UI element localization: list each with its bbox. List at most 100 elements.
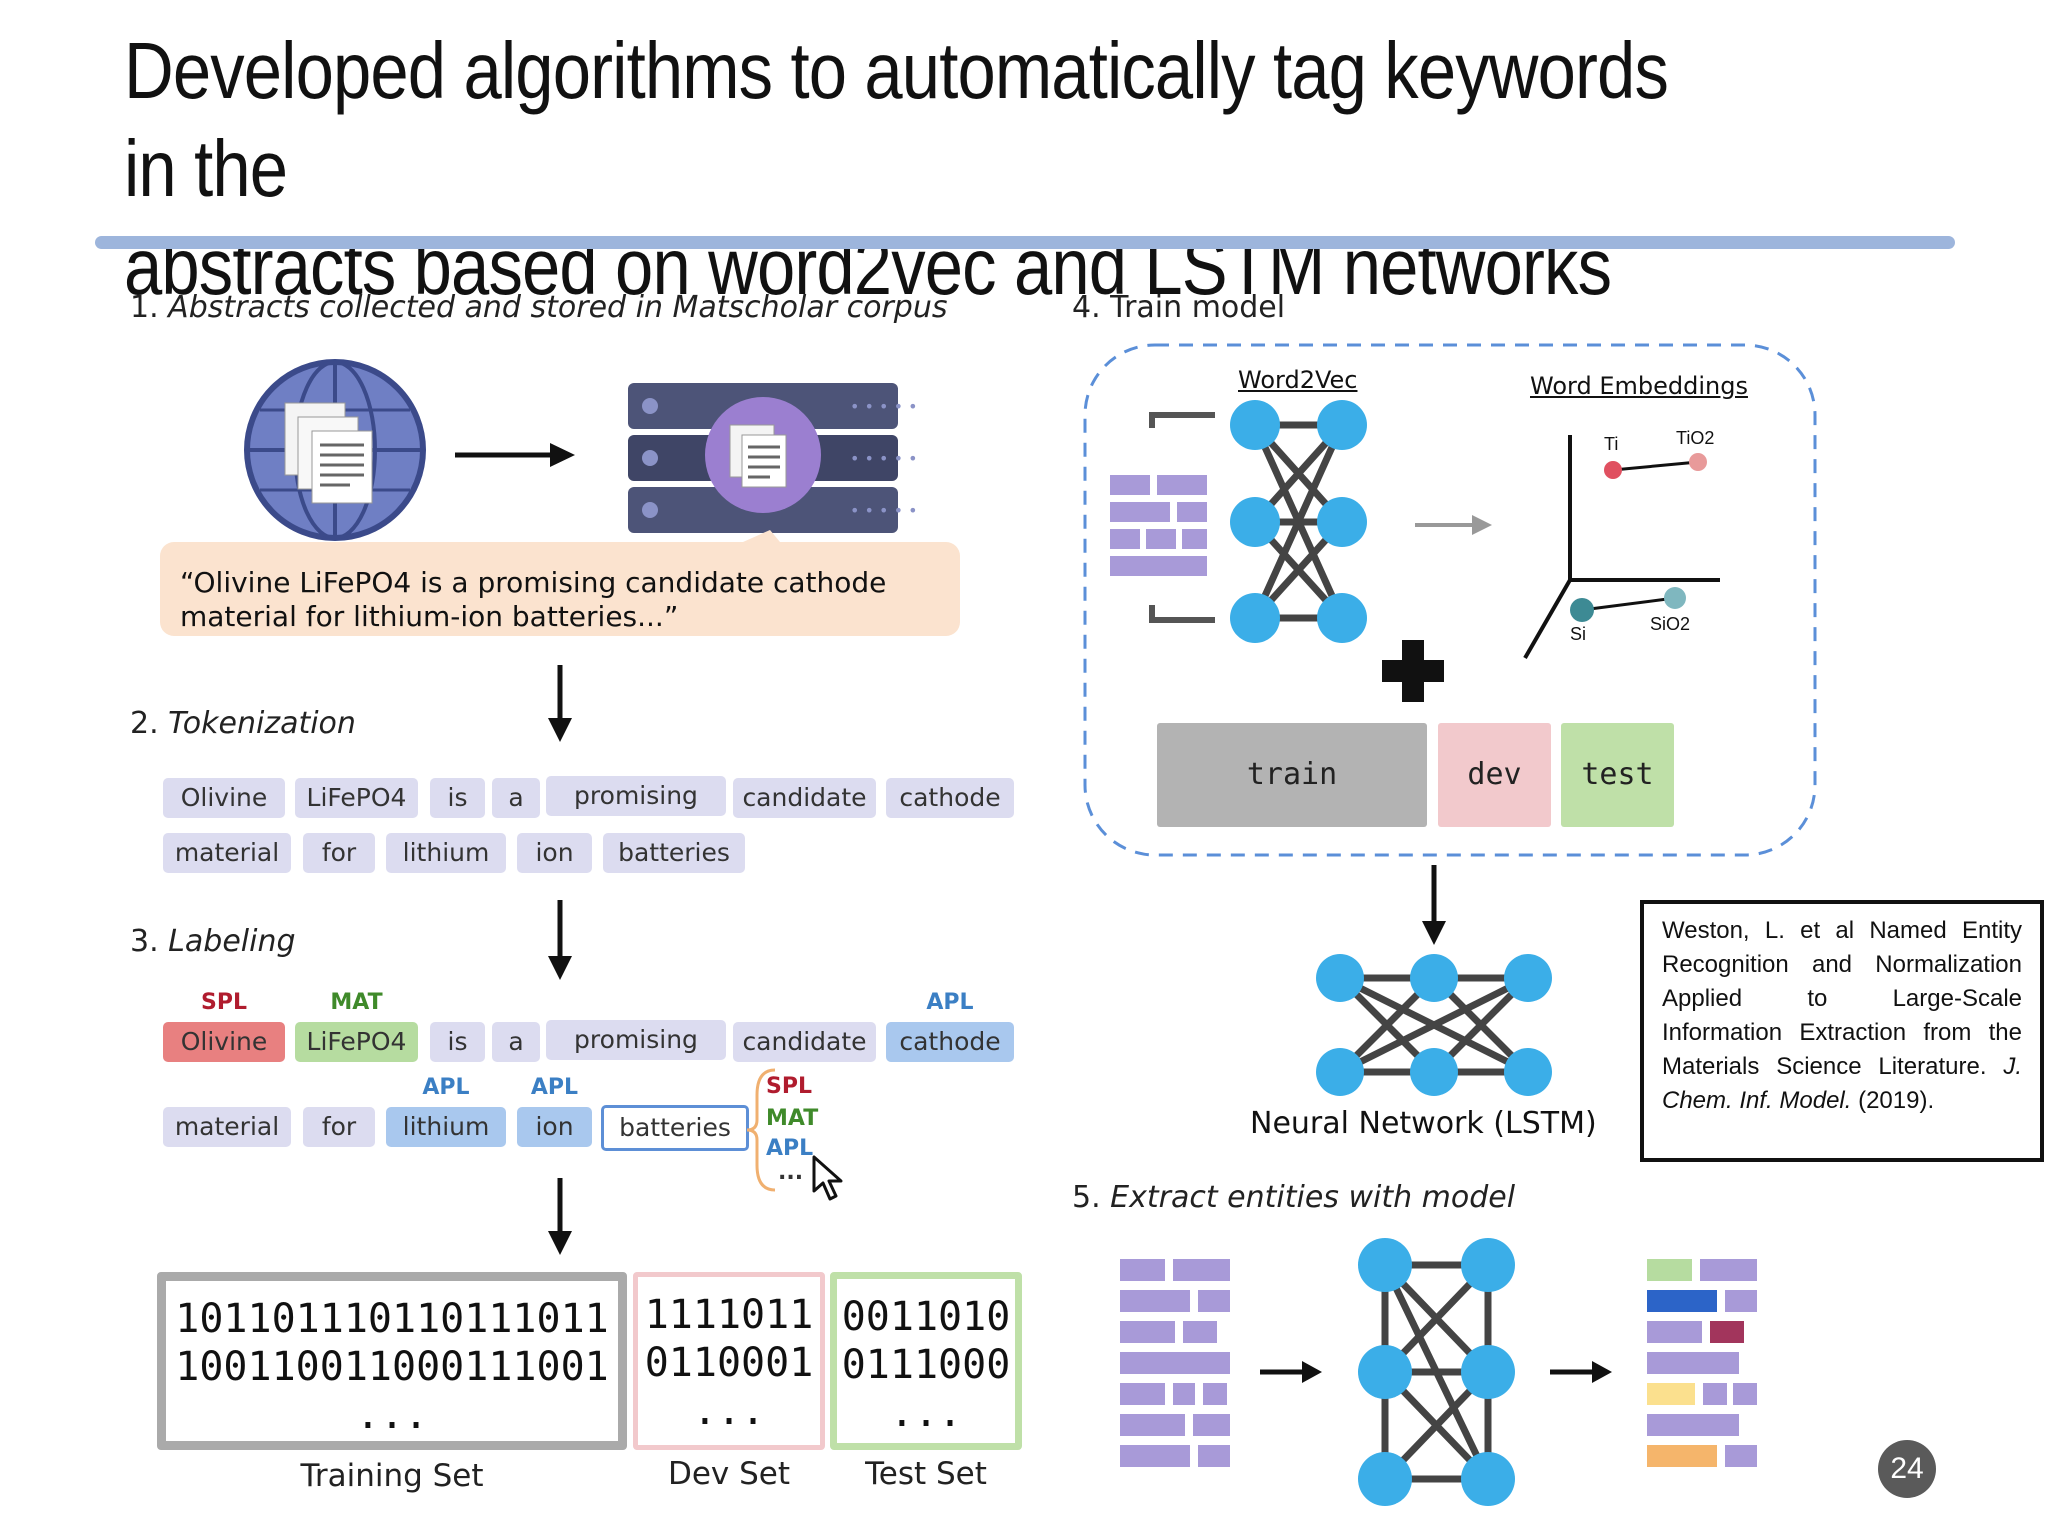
token: batteries [603, 833, 745, 873]
token: is [430, 1022, 485, 1062]
citation-box: Weston, L. et al Named Entity Recognitio… [1640, 900, 2044, 1162]
step2-number: 2. [130, 706, 159, 741]
step5-title: Extract entities with model [1110, 1180, 1516, 1215]
model-network-icon [1358, 1238, 1515, 1506]
lstm-network-icon [1316, 865, 1552, 1096]
test-bits-line: 0011010 [841, 1294, 1011, 1340]
dev-set-box: 1111011 0110001 ... [633, 1272, 825, 1450]
citation-year: (2019). [1858, 1087, 1935, 1114]
token: Olivine [163, 778, 285, 818]
bracket-shape [1149, 412, 1215, 623]
test-set-label: Test Set [865, 1456, 987, 1492]
point-label-sio2: SiO2 [1650, 614, 1691, 634]
token: material [163, 833, 291, 873]
step5-number: 5. [1072, 1180, 1101, 1215]
step1-number: 1. [130, 290, 159, 325]
split-dev: dev [1438, 723, 1551, 827]
split-test: test [1561, 723, 1674, 827]
token: for [303, 1107, 375, 1147]
citation-journal: J. Chem. Inf. Model. [1662, 1053, 2022, 1114]
word-tokens-icon [1110, 475, 1207, 576]
network-label: Neural Network (LSTM) [1250, 1106, 1597, 1141]
arrow-right-icon [1260, 1361, 1322, 1383]
training-bits-line: 100110011000111001 [175, 1344, 609, 1390]
quote-bubble-shape [160, 530, 960, 636]
svg-text:• • • • •: • • • • • [850, 397, 918, 416]
token-tagged-mat: LiFePO4 [295, 1022, 418, 1062]
step3-number: 3. [130, 924, 159, 959]
server-icon: • • • • • • • • • • • • • • • [628, 383, 918, 533]
entity-extraction-diagram [1120, 1238, 1757, 1506]
page-number-badge: 24 [1878, 1440, 1936, 1498]
token-tagged-apl: lithium [386, 1107, 506, 1147]
step4-heading: 4. Train model [1072, 290, 1285, 325]
step5-heading: 5. Extract entities with model [1072, 1180, 1515, 1215]
token-being-labeled[interactable]: batteries [601, 1105, 749, 1151]
test-set-box: 0011010 0111000 ... [830, 1272, 1022, 1450]
step2-heading: 2. Tokenization [130, 706, 356, 741]
corpus-illustration: • • • • • • • • • • • • • • • [244, 359, 918, 541]
svg-text:• • • • •: • • • • • [850, 449, 918, 468]
entity-label-spl: SPL [201, 990, 247, 1015]
label-option-mat[interactable]: MAT [766, 1106, 819, 1131]
arrow-down-icon [548, 900, 572, 980]
tagged-output-blocks-icon [1647, 1259, 1757, 1467]
token: lithium [386, 833, 506, 873]
arrow-right-icon [1415, 515, 1492, 535]
word-embeddings-label: Word Embeddings [1530, 372, 1748, 400]
label-options-bracket [746, 1068, 776, 1192]
train-model-diagram [1083, 343, 1817, 857]
point-label-tio2: TiO2 [1676, 428, 1715, 448]
training-set-label: Training Set [300, 1458, 484, 1494]
step3-heading: 3. Labeling [130, 924, 296, 959]
input-text-blocks-icon [1120, 1259, 1230, 1467]
dev-set-label: Dev Set [667, 1456, 791, 1492]
token: candidate [733, 778, 876, 818]
point-label-si: Si [1570, 624, 1587, 644]
token: is [430, 778, 485, 818]
label-option-apl[interactable]: APL [766, 1136, 814, 1161]
training-set-box: 101101110110111011 100110011000111001 ..… [157, 1272, 627, 1450]
label-option-spl[interactable]: SPL [766, 1074, 812, 1099]
word2vec-label: Word2Vec [1238, 366, 1358, 394]
globe-icon [244, 359, 426, 541]
token: a [492, 778, 540, 818]
token: promising [546, 1020, 726, 1060]
step3-title: Labeling [168, 924, 296, 959]
point-label-ti: Ti [1604, 434, 1619, 454]
step2-title: Tokenization [168, 706, 356, 741]
entity-label-apl: APL [422, 1075, 470, 1100]
test-bits-ellipsis: ... [889, 1390, 963, 1436]
token-tagged-spl: Olivine [163, 1022, 285, 1062]
token: for [303, 833, 375, 873]
label-option-more[interactable]: ... [778, 1160, 804, 1185]
arrow-down-icon [1422, 865, 1446, 945]
entity-label-apl: APL [926, 990, 974, 1015]
quote-line-2: material for lithium-ion batteries...” [180, 600, 679, 633]
arrow-right-icon [455, 443, 575, 467]
plus-icon [1382, 640, 1444, 702]
quote-text: “Olivine LiFePO4 is a promising candidat… [180, 566, 886, 634]
entity-label-apl: APL [530, 1075, 579, 1100]
slide-title: Developed algorithms to automatically ta… [124, 22, 1715, 316]
dev-bits-line: 0110001 [644, 1340, 814, 1386]
token: a [492, 1022, 540, 1062]
arrow-down-icon [548, 665, 572, 742]
training-bits-line: 101101110110111011 [175, 1296, 609, 1342]
svg-text:• • • • •: • • • • • [850, 501, 918, 520]
entity-label-mat: MAT [330, 990, 383, 1015]
title-divider [95, 236, 1955, 249]
token-tagged-apl: ion [517, 1107, 592, 1147]
step1-title: Abstracts collected and stored in Matsch… [168, 290, 948, 325]
mouse-cursor-icon [812, 1155, 843, 1201]
dev-bits-ellipsis: ... [692, 1388, 766, 1434]
arrow-down-icon [548, 1178, 572, 1255]
token: material [163, 1107, 291, 1147]
split-train: train [1157, 723, 1427, 827]
token: candidate [733, 1022, 876, 1062]
step4-number: 4. [1072, 290, 1101, 325]
title-line-1: Developed algorithms to automatically ta… [124, 26, 1669, 213]
training-panel-border [1083, 343, 1817, 857]
token: LiFePO4 [295, 778, 418, 818]
test-bits-line: 0111000 [841, 1342, 1011, 1388]
